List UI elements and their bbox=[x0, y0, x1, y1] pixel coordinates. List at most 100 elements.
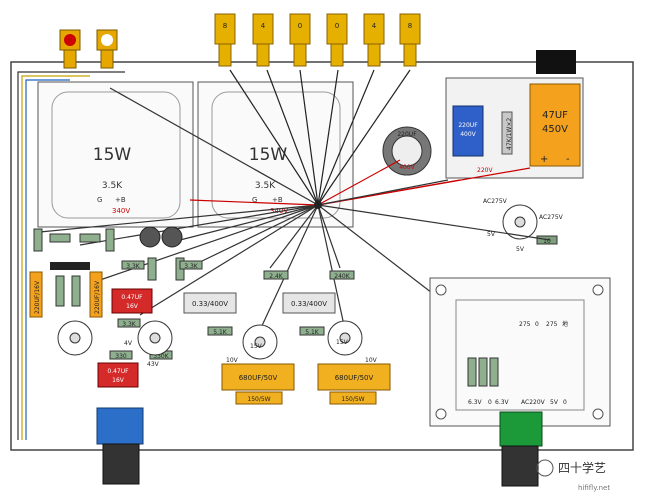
speaker-terminal: 0 bbox=[326, 13, 348, 67]
hv-label: 275 bbox=[546, 321, 558, 328]
output-transformer-1: 15W 3.5K G +B 340V bbox=[37, 81, 194, 228]
transformer-impedance: 3.5K bbox=[102, 181, 123, 191]
hv-label: 0 bbox=[535, 321, 539, 328]
driver-cap-value: 680UF/50V bbox=[335, 374, 374, 382]
choke-label: 220V bbox=[477, 167, 493, 174]
red-cap-value: 0.47UF bbox=[107, 368, 129, 375]
driver-cap-tag: 10V bbox=[226, 357, 239, 364]
resistor-label: 5.1K bbox=[305, 329, 320, 336]
round-cap-voltage: 400V bbox=[399, 164, 415, 171]
transformer-power: 15W bbox=[93, 145, 132, 165]
input-resistor-array bbox=[33, 228, 115, 252]
ground-label: 地 bbox=[562, 320, 568, 328]
red-capacitors: 0.47UF 16V 0.47UF 16V bbox=[97, 288, 153, 388]
tube-socket bbox=[57, 320, 93, 356]
transformer-pin-g: G bbox=[97, 196, 102, 204]
capacitor-board: 47UF 450V + - 220UF 400V 47K/1W×2 220V bbox=[445, 77, 584, 179]
terminal-label: 8 bbox=[223, 22, 227, 30]
filter-capacitor bbox=[452, 105, 484, 157]
driver-cap-value: 680UF/50V bbox=[239, 374, 278, 382]
lv-label: 6.3V bbox=[495, 399, 510, 406]
transformer-pin-g: G bbox=[252, 196, 257, 204]
watermark-text: 四十学艺 bbox=[558, 460, 606, 475]
socket-resistor-label: 10 bbox=[543, 238, 551, 245]
tube-voltage: 15V bbox=[250, 343, 263, 350]
watermark-url: hififly.net bbox=[578, 484, 610, 492]
speaker-terminal: 8 bbox=[214, 13, 236, 67]
resistor-label: 330 bbox=[115, 353, 127, 360]
ac-label-left: AC275V bbox=[483, 198, 508, 205]
terminal-label: 0 bbox=[335, 22, 339, 30]
resistor-label: 5.1K bbox=[213, 329, 228, 336]
terminal-label: 4 bbox=[261, 22, 266, 30]
tube-sockets: 43V 15V 15V 4V bbox=[57, 320, 363, 368]
resistor-label: 240K bbox=[334, 273, 350, 280]
input-rca-jack-right bbox=[96, 29, 118, 69]
transformer-voltage: 340V bbox=[112, 207, 130, 215]
coupling-round-caps bbox=[139, 226, 183, 248]
coupling-cap-label: 0.33/400V bbox=[291, 300, 327, 308]
filter-cap-value: 220UF bbox=[458, 122, 478, 129]
mains-label: AC220V bbox=[521, 399, 546, 406]
tube-voltage: 4V bbox=[124, 340, 133, 347]
lv-label: 6.3V bbox=[468, 399, 483, 406]
power-switch bbox=[499, 411, 543, 487]
minus-icon: - bbox=[566, 154, 570, 165]
bleeder-resistor bbox=[501, 111, 513, 155]
coupling-film-caps: 0.33/400V 0.33/400V bbox=[183, 292, 336, 314]
terminal-label: 0 bbox=[298, 22, 302, 30]
round-cap-value: 220UF bbox=[397, 131, 417, 138]
resistor-label: 3.3K bbox=[126, 263, 141, 270]
power-transformer: 275 0 275 地 6.3V 0 6.3V AC220V 5V 0 bbox=[429, 277, 611, 427]
lv-label: 0 bbox=[488, 399, 492, 406]
left-cap-label: 220UF/16V bbox=[94, 280, 101, 314]
left-cap-label: 220UF/16V bbox=[34, 280, 41, 314]
speaker-terminals: 8 4 0 0 4 8 bbox=[214, 13, 421, 67]
side-resistor-label: 47K/1W×2 bbox=[506, 118, 513, 150]
ac-label-right: AC275V bbox=[539, 214, 564, 221]
tube-socket: 15V bbox=[242, 324, 278, 360]
left-electrolytic-caps: 220UF/16V 220UF/16V bbox=[29, 262, 103, 318]
driver-capacitors: 10V 680UF/50V 150/5W 10V 680UF/50V 150/5… bbox=[221, 357, 391, 405]
small-resistors: 3.3K 3.3K 2.4K 240K 3.3K 5.1K 5.1K 330 3… bbox=[109, 257, 355, 360]
driver-resistor: 150/5W bbox=[341, 396, 364, 403]
speaker-terminal: 8 bbox=[399, 13, 421, 67]
resistor-label: 3.3K bbox=[184, 263, 199, 270]
speaker-terminal: 4 bbox=[252, 13, 274, 67]
wire-harness bbox=[39, 69, 551, 331]
plus-icon: + bbox=[540, 154, 548, 165]
volume-potentiometer bbox=[96, 407, 144, 485]
red-cap-value: 0.47UF bbox=[121, 294, 143, 301]
watermark: 四十学艺 hififly.net bbox=[536, 459, 610, 492]
tube-voltage: 15V bbox=[336, 339, 349, 346]
terminal-label: 4 bbox=[372, 22, 377, 30]
ground-junction bbox=[314, 201, 322, 209]
resistor-label: 3.3K bbox=[122, 321, 137, 328]
big-cap-voltage: 450V bbox=[542, 124, 568, 135]
speaker-terminal: 4 bbox=[363, 13, 385, 67]
tube-socket: 15V bbox=[327, 320, 363, 356]
output-transformer-2: 15W 3.5K G +B 340V bbox=[197, 81, 354, 228]
big-capacitor bbox=[529, 83, 581, 167]
coupling-cap-label: 0.33/400V bbox=[192, 300, 228, 308]
red-cap-voltage: 16V bbox=[112, 377, 125, 384]
speaker-terminal: 0 bbox=[289, 13, 311, 67]
socket-label-left: 5V bbox=[487, 231, 496, 238]
power-inlet bbox=[536, 50, 576, 74]
mains-label: 5V bbox=[550, 399, 559, 406]
round-capacitor: 220UF 400V bbox=[382, 126, 432, 176]
hv-label: 275 bbox=[519, 321, 531, 328]
driver-cap-tag: 10V bbox=[365, 357, 378, 364]
transformer-impedance: 3.5K bbox=[255, 181, 276, 191]
big-cap-value: 47UF bbox=[542, 110, 568, 121]
mains-label: 0 bbox=[563, 399, 567, 406]
input-rca-jack-left bbox=[59, 29, 81, 69]
driver-resistor: 150/5W bbox=[247, 396, 270, 403]
transformer-pin-b: +B bbox=[115, 196, 126, 204]
resistor-label: 330K bbox=[153, 353, 169, 360]
red-cap-voltage: 16V bbox=[126, 303, 139, 310]
side-wires bbox=[17, 71, 125, 440]
transformer-power: 15W bbox=[249, 145, 288, 165]
